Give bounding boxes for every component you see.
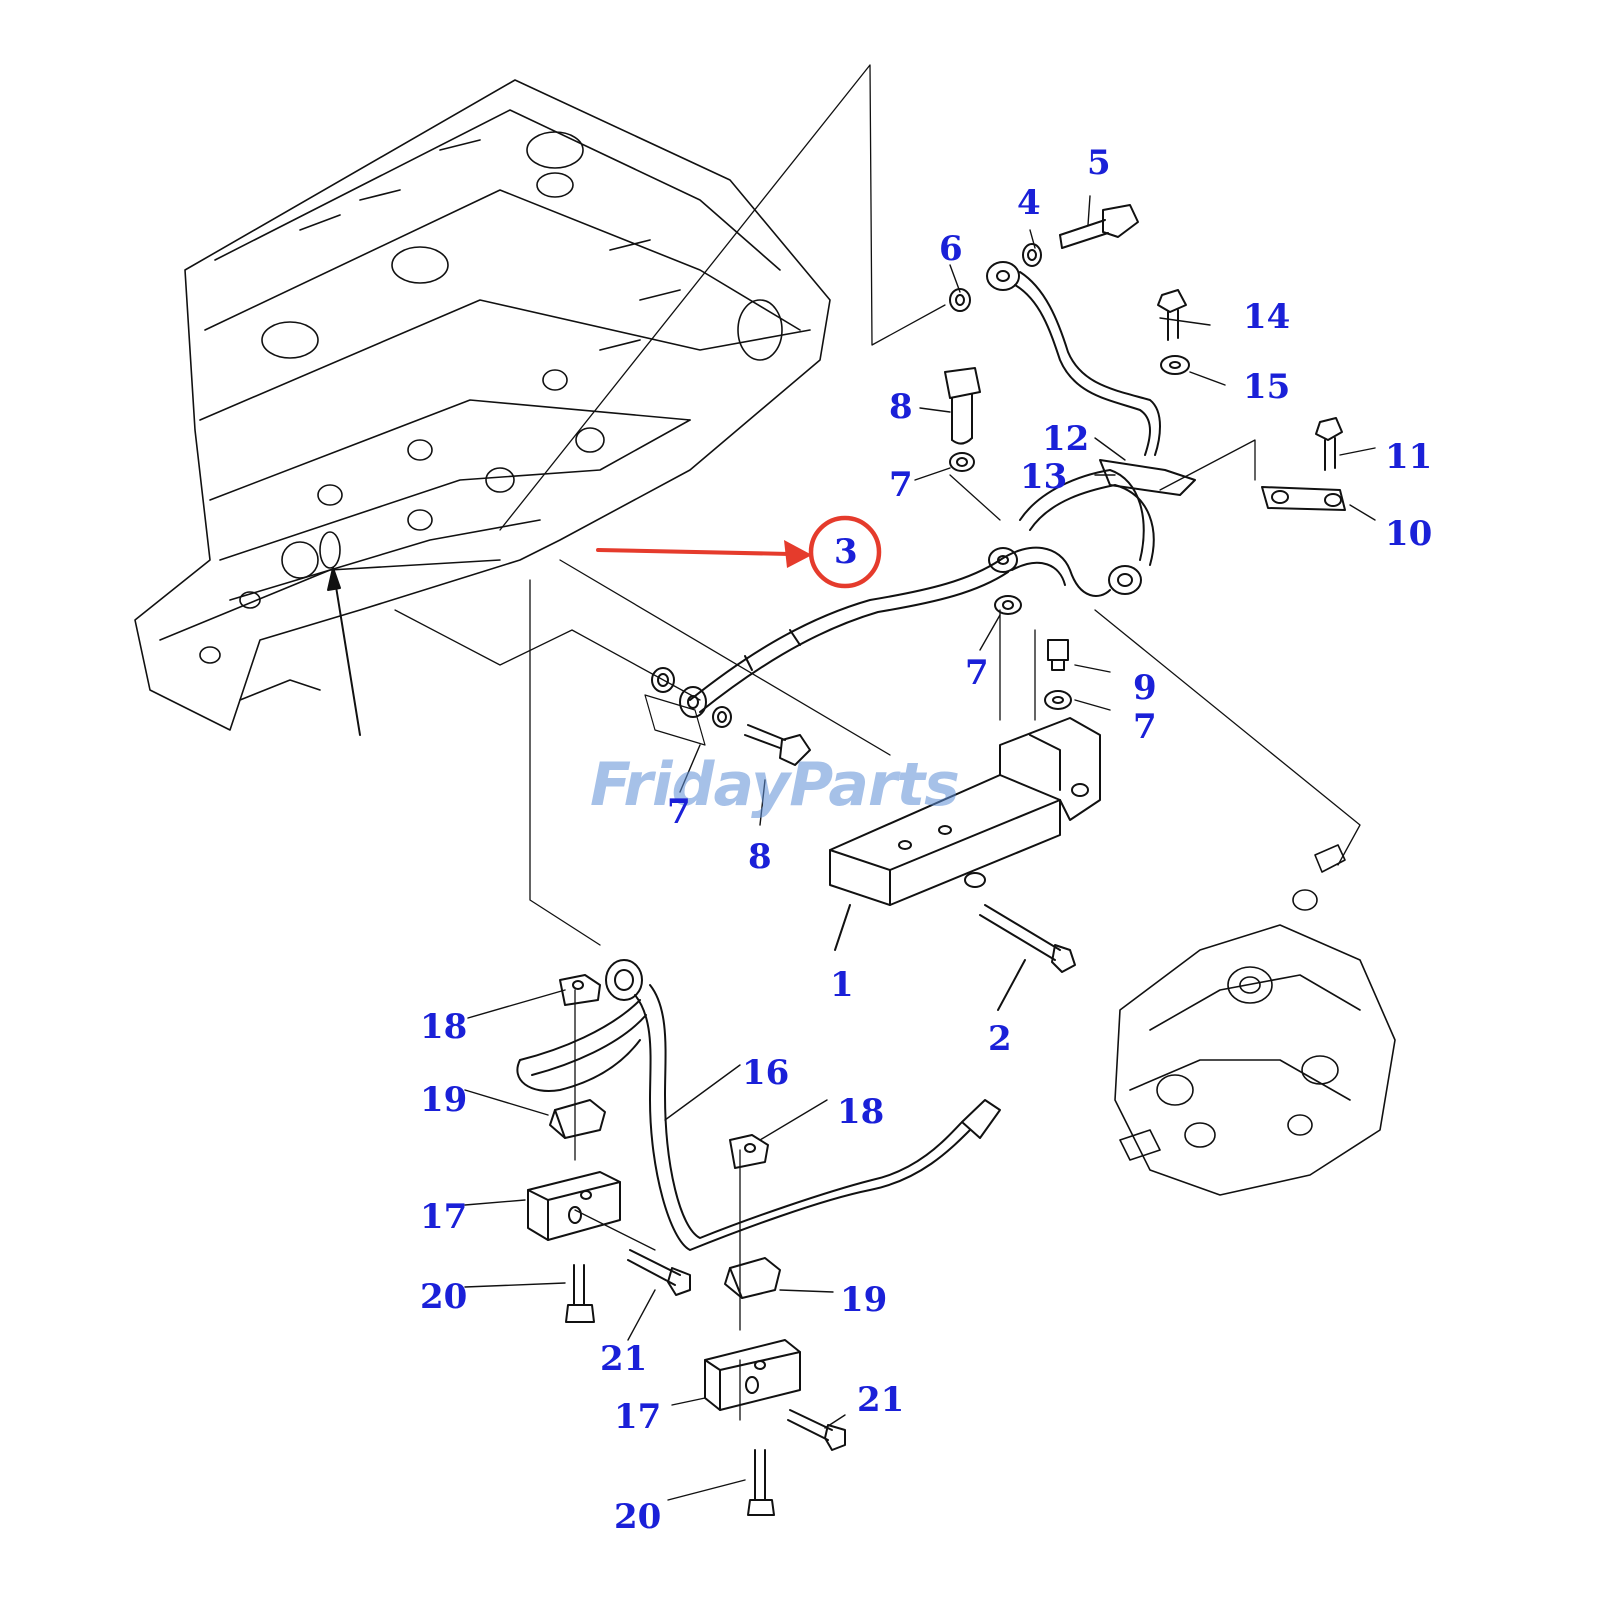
bolt-5-drawing [949,204,1139,312]
callout-2: 2 [988,1019,1012,1059]
callout-17-left: 17 [420,1197,468,1237]
callout-7-left: 7 [667,792,691,832]
callout-3: 3 [834,532,858,572]
clamps-blocks-drawing [527,974,846,1516]
bolt-2-drawing [979,904,1076,1011]
callout-11: 11 [1385,437,1433,477]
tube-part-3-drawing [679,547,1018,718]
watermark-part1: Friday [590,750,790,820]
callout-18-right: 18 [837,1092,885,1132]
callout-21-left: 21 [600,1339,648,1379]
callout-8-bottom: 8 [748,837,772,877]
callout-leaders [464,195,1376,1501]
engine-block-drawing [134,79,831,731]
watermark-part2: Parts [789,750,960,820]
callout-5: 5 [1087,143,1111,183]
callout-8-top: 8 [889,387,913,427]
callout-9: 9 [1133,668,1157,708]
callout-7-mid: 7 [965,653,989,693]
bolt-14-drawing [1157,289,1190,375]
leader-lines [394,64,1361,1421]
callout-19-right: 19 [840,1280,888,1320]
highlight-arrow [596,540,812,568]
highlight-ring [808,515,882,589]
washers-bolts-left [644,667,811,766]
harness-16-drawing [516,959,1001,1251]
callout-4: 4 [1017,183,1041,223]
tube-upper-drawing [986,261,1196,597]
callout-16: 16 [742,1053,790,1093]
callout-19-left: 19 [420,1080,468,1120]
rail-block-1-drawing [829,717,1101,951]
callout-1: 1 [830,965,854,1005]
callout-10: 10 [1385,514,1433,554]
watermark: FridayParts [590,750,960,820]
callout-20-left: 20 [420,1277,468,1317]
callout-13: 13 [1020,457,1068,497]
callout-6: 6 [939,229,963,269]
callout-18-left: 18 [420,1007,468,1047]
callout-14: 14 [1243,297,1291,337]
callout-15: 15 [1243,367,1291,407]
callout-21-right: 21 [857,1380,905,1420]
bolt-11-clamp-10-drawing [1261,417,1346,511]
callout-20-right: 20 [614,1497,662,1537]
callout-7-right: 7 [1133,707,1157,747]
block-arrow [327,567,361,736]
fuel-pump-drawing [1114,844,1396,1196]
callout-12: 12 [1042,419,1090,459]
bolt-8-top-drawing [944,367,1022,615]
plug-9-drawing [1044,639,1072,710]
callout-7-top: 7 [889,465,913,505]
callout-17-right: 17 [614,1397,662,1437]
